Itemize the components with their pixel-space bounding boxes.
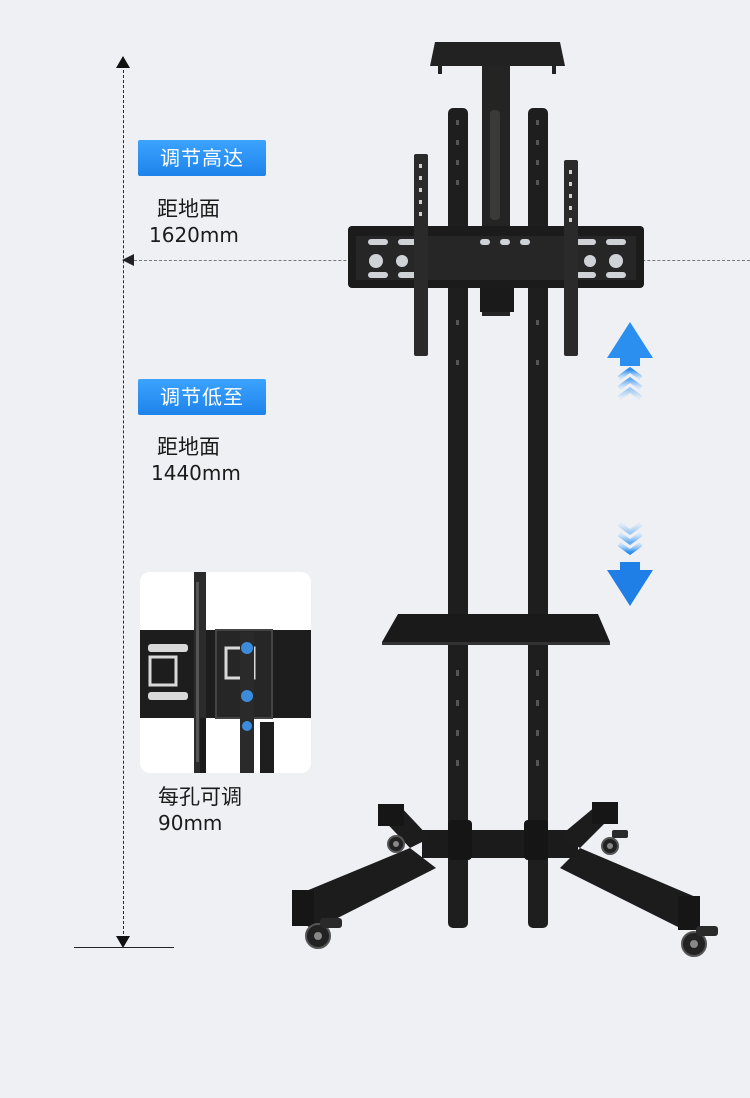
floor-line (74, 947, 174, 948)
dimension-arrow-up-icon (116, 56, 130, 68)
hole-spacing-label-line1: 每孔可调 (158, 785, 242, 809)
max-height-value: 1620mm (149, 223, 239, 247)
tv-stand-illustration (292, 42, 718, 957)
height-dimension-line (123, 60, 124, 944)
dimension-arrow-down-icon (116, 936, 130, 948)
max-height-label: 距地面 1620mm (149, 196, 239, 248)
adjust-up-arrow-icon (607, 322, 653, 401)
max-height-badge: 调节高达 (138, 140, 266, 176)
adjust-down-arrow-icon (607, 521, 653, 606)
bracket-closeup-inset (140, 572, 311, 773)
guide-arrow-left-icon (122, 254, 134, 266)
hole-spacing-value: 90mm (158, 811, 223, 835)
min-height-label: 距地面 1440mm (151, 434, 241, 486)
min-height-label-line1: 距地面 (157, 435, 220, 459)
max-height-label-line1: 距地面 (157, 197, 220, 221)
bracket-closeup-image (140, 572, 311, 773)
min-height-badge: 调节低至 (138, 379, 266, 415)
hole-spacing-label: 每孔可调 90mm (158, 784, 242, 836)
min-height-value: 1440mm (151, 461, 241, 485)
